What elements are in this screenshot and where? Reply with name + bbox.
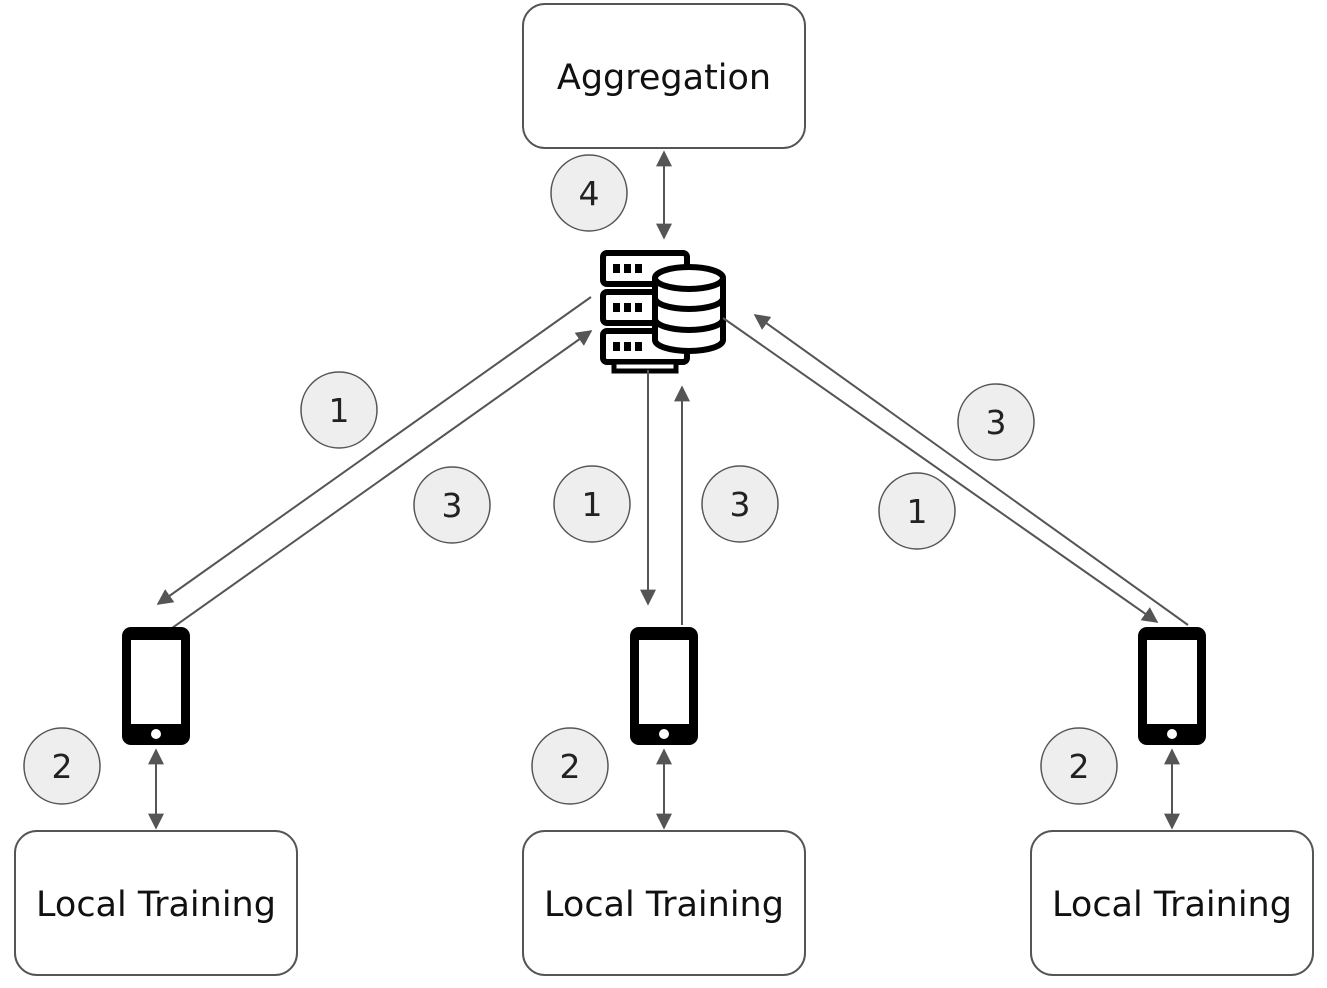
upload-arrow-client-3 bbox=[753, 314, 1189, 626]
local-training-box-client-1: Local Training bbox=[14, 830, 298, 976]
local-training-label: Local Training bbox=[36, 885, 276, 925]
svg-text:1: 1 bbox=[582, 485, 603, 524]
svg-text:1: 1 bbox=[329, 391, 350, 430]
step-badge-train-client-2: 2 bbox=[531, 727, 609, 805]
smartphone-icon bbox=[630, 627, 698, 745]
svg-text:2: 2 bbox=[52, 747, 73, 786]
local-training-label: Local Training bbox=[544, 885, 784, 925]
step-badge-download-client-1: 1 bbox=[300, 371, 378, 449]
step-badge-download-client-2: 1 bbox=[553, 465, 631, 543]
step-badge-train-client-3: 2 bbox=[1040, 727, 1118, 805]
svg-text:4: 4 bbox=[579, 174, 600, 213]
server-database-icon bbox=[600, 250, 726, 374]
svg-text:1: 1 bbox=[907, 492, 928, 531]
svg-text:3: 3 bbox=[730, 485, 751, 524]
svg-text:3: 3 bbox=[442, 486, 463, 525]
download-arrow-client-1 bbox=[156, 296, 592, 605]
svg-text:2: 2 bbox=[1069, 747, 1090, 786]
upload-arrow-client-1 bbox=[157, 330, 593, 639]
local-training-box-client-3: Local Training bbox=[1030, 830, 1314, 976]
step-badge-upload-client-1: 3 bbox=[413, 466, 491, 544]
download-arrow-client-3 bbox=[722, 317, 1159, 623]
step-badge-upload-client-2: 3 bbox=[701, 465, 779, 543]
aggregation-label: Aggregation bbox=[557, 58, 771, 98]
svg-text:2: 2 bbox=[560, 747, 581, 786]
smartphone-icon bbox=[122, 627, 190, 745]
step-badge-aggregate: 4 bbox=[550, 154, 628, 232]
aggregation-box: Aggregation bbox=[522, 3, 806, 149]
smartphone-icon bbox=[1138, 627, 1206, 745]
local-training-box-client-2: Local Training bbox=[522, 830, 806, 976]
step-badge-upload-client-3: 3 bbox=[957, 383, 1035, 461]
step-badge-download-client-3: 1 bbox=[878, 472, 956, 550]
local-training-label: Local Training bbox=[1052, 885, 1292, 925]
svg-text:3: 3 bbox=[986, 403, 1007, 442]
step-badge-train-client-1: 2 bbox=[23, 727, 101, 805]
